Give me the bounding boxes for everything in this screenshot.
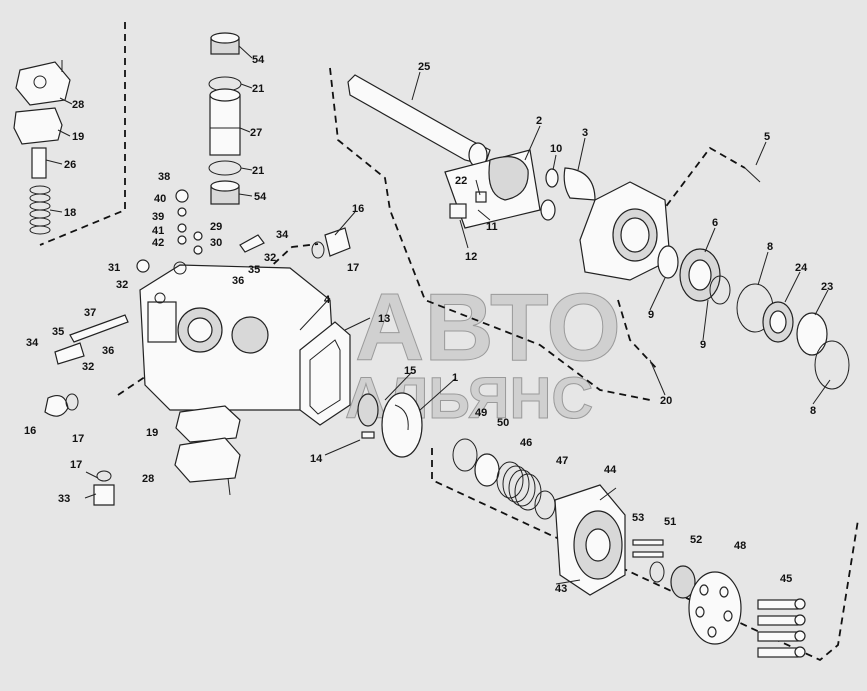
callout-37: 37 [84,307,96,319]
callout-30: 30 [210,237,222,249]
callout-22: 22 [455,175,467,187]
callout-34: 34 [276,229,289,241]
callout-45: 45 [780,573,792,585]
callout-17: 17 [347,262,359,274]
callout-54: 54 [252,54,265,66]
lower-cover-group [174,405,241,496]
callout-2: 2 [536,115,542,127]
rotating-group [452,438,806,658]
callout-32: 32 [116,279,128,291]
callout-42: 42 [152,237,164,249]
callout-labels: 54 21 27 21 54 28 19 26 18 25 2 3 10 22 … [24,54,833,595]
callout-4: 4 [324,294,331,306]
callout-33: 33 [58,493,70,505]
callout-44: 44 [604,464,617,476]
left-fittings [44,189,351,506]
callout-8: 8 [810,405,816,417]
callout-8: 8 [767,241,773,253]
callout-19: 19 [146,427,158,439]
callout-1: 1 [452,372,458,384]
callout-29: 29 [210,221,222,233]
callout-54: 54 [254,191,267,203]
callout-36: 36 [232,275,244,287]
callout-17: 17 [72,433,84,445]
callout-23: 23 [821,281,833,293]
callout-35: 35 [52,326,64,338]
callout-26: 26 [64,159,76,171]
rear-housing [579,167,761,281]
callout-18: 18 [64,207,76,219]
callout-20: 20 [660,395,672,407]
callout-28: 28 [72,99,84,111]
callout-9: 9 [648,309,654,321]
callout-21: 21 [252,165,264,177]
callout-5: 5 [764,131,770,143]
callout-9: 9 [700,339,706,351]
callout-21: 21 [252,83,264,95]
callout-38: 38 [158,171,170,183]
callout-25: 25 [418,61,430,73]
callout-24: 24 [795,262,808,274]
callout-43: 43 [555,583,567,595]
callout-36: 36 [102,345,114,357]
callout-32: 32 [82,361,94,373]
callout-53: 53 [632,512,644,524]
callout-32: 32 [264,252,276,264]
callout-17: 17 [70,459,82,471]
callout-41: 41 [152,225,164,237]
callout-16: 16 [352,203,364,215]
callout-51: 51 [664,516,676,528]
callout-19: 19 [72,131,84,143]
port-gasket [299,321,351,426]
watermark-line1: АВТО [355,274,621,381]
callout-52: 52 [690,534,702,546]
valve-plate [357,392,423,458]
bearing-set [657,245,850,390]
callout-31: 31 [108,262,120,274]
callout-28: 28 [142,473,154,485]
callout-48: 48 [734,540,746,552]
callout-10: 10 [550,143,562,155]
callout-14: 14 [310,453,323,465]
callout-11: 11 [486,221,498,233]
leader-lines [45,45,831,585]
main-housing [139,261,336,411]
callout-13: 13 [378,313,390,325]
callout-6: 6 [712,217,718,229]
callout-12: 12 [465,251,477,263]
callout-46: 46 [520,437,532,449]
swashplate-group [444,149,596,229]
callout-40: 40 [154,193,166,205]
callout-34: 34 [26,337,39,349]
callout-39: 39 [152,211,164,223]
callout-3: 3 [582,127,588,139]
callout-50: 50 [497,417,509,429]
callout-49: 49 [475,407,487,419]
callout-35: 35 [248,264,260,276]
plug-stack [208,32,242,205]
left-cover-group [13,60,71,235]
callout-47: 47 [556,455,568,467]
callout-16: 16 [24,425,36,437]
callout-15: 15 [404,365,416,377]
drive-shaft [347,74,491,168]
callout-27: 27 [250,127,262,139]
